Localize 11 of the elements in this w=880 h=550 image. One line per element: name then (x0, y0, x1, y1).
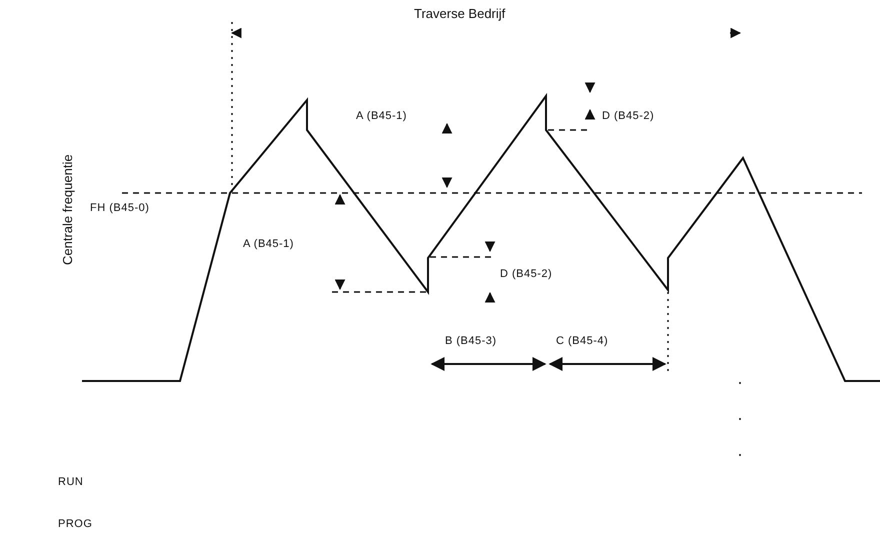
parameter-label: A (B45-1) (243, 237, 294, 252)
axis-label: Centrale frequentie (60, 154, 76, 265)
parameter-label: A (B45-1) (356, 109, 407, 124)
signal-name: RUN (58, 475, 84, 490)
parameter-label: FH (B45-0) (90, 201, 150, 216)
parameter-label: B (B45-3) (445, 334, 497, 349)
parameter-label: D (B45-2) (500, 267, 552, 282)
parameter-label: D (B45-2) (602, 109, 654, 124)
chart-title: Traverse Bedrijf (414, 6, 506, 22)
parameter-label: C (B45-4) (556, 334, 608, 349)
signal-name: PROG (58, 517, 92, 532)
